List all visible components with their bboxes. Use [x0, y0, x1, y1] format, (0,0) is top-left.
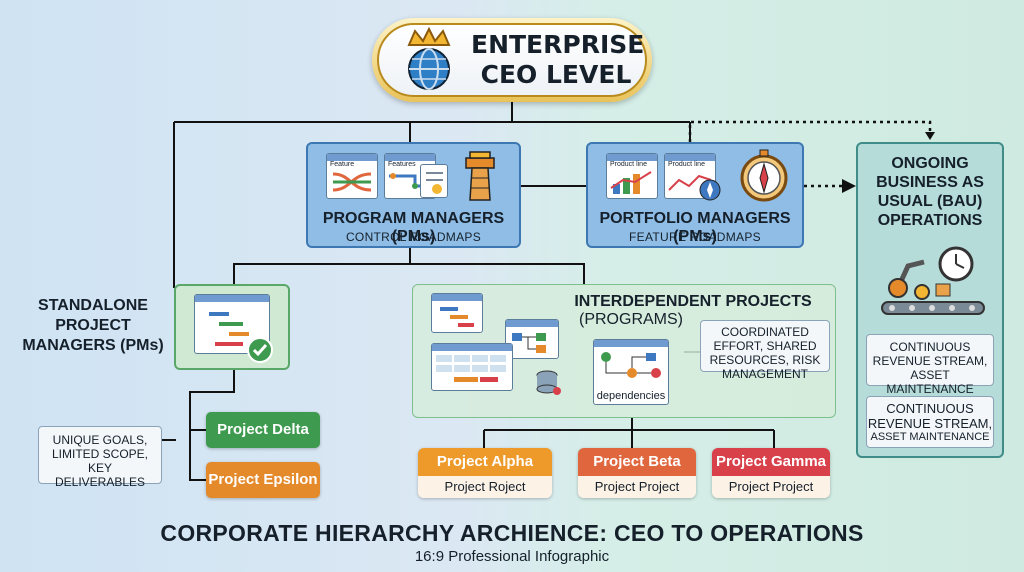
project-gamma-name: Project Gamma — [712, 448, 830, 476]
project-beta-card[interactable]: Project Beta Project Project — [578, 448, 696, 498]
project-alpha-card[interactable]: Project Alpha Project Roject — [418, 448, 552, 498]
program-managers-title: PROGRAM MANAGERS (PMs) — [322, 210, 505, 245]
ceo-badge: ENTERPRISE CEO LEVEL — [372, 18, 652, 102]
portfolio-managers-subtitle: FEATURE ROADMAPS — [629, 230, 761, 244]
portfolio-managers-box: Product line Product line PORTFOLIO MANA… — [586, 142, 804, 248]
bau-note-2-line3: ASSET MAINTENANCE — [870, 431, 990, 443]
ceo-title-line2: CEO LEVEL — [480, 60, 632, 89]
standalone-gantt-card — [174, 284, 290, 370]
gantt-card-small — [431, 293, 483, 333]
interdependent-title-line1: INTERDEPENDENT PROJECTS — [574, 293, 812, 310]
interdependent-note: COORDINATED EFFORT, SHARED RESOURCES, RI… — [700, 320, 830, 381]
bau-note-2-line2: REVENUE STREAM, — [867, 416, 993, 431]
project-gamma-card[interactable]: Project Gamma Project Project — [712, 448, 830, 498]
line-chart-icon — [668, 174, 712, 191]
project-beta-sub: Project Project — [578, 476, 696, 498]
bau-operations-box: ONGOING BUSINESS AS USUAL (BAU) OPERATIO… — [856, 142, 1004, 458]
crossing-arrows-icon — [332, 172, 372, 192]
product-line-label-2: Product line — [668, 161, 705, 168]
bau-note-1: CONTINUOUS REVENUE STREAM, ASSET MAINTEN… — [866, 334, 994, 396]
project-gamma-sub: Project Project — [712, 476, 830, 498]
product-line-label-1: Product line — [610, 161, 647, 168]
feature-roadmap-card: Feature — [326, 153, 378, 199]
dependencies-card: dependencies — [593, 339, 669, 405]
control-tower-icon — [465, 151, 495, 201]
portfolio-managers-title: PORTFOLIO MANAGERS (PMs) — [599, 210, 791, 245]
product-line-card-1: Product line — [606, 153, 658, 199]
bau-title: ONGOING BUSINESS AS USUAL (BAU) OPERATIO… — [876, 155, 984, 229]
checklist-doc-icon — [420, 164, 448, 198]
bau-note-2: CONTINUOUS REVENUE STREAM, ASSET MAINTEN… — [866, 396, 994, 448]
robot-arm-conveyor-icon — [881, 246, 985, 315]
program-managers-box: Feature Features PROGRAM MANAGERS (PMs) … — [306, 142, 521, 248]
compass-icon — [740, 149, 788, 202]
standalone-title: STANDALONE PROJECT MANAGERS (PMs) — [22, 297, 164, 354]
check-badge-icon — [247, 337, 273, 363]
project-beta-name: Project Beta — [578, 448, 696, 476]
project-alpha-sub: Project Roject — [418, 476, 552, 498]
bar-chart-icon — [610, 171, 652, 194]
bau-note-2-line1: CONTINUOUS — [886, 401, 974, 416]
standalone-note: UNIQUE GOALS, LIMITED SCOPE, KEY DELIVER… — [38, 426, 162, 489]
footer-subtitle: 16:9 Professional Infographic — [414, 548, 610, 565]
dependencies-label: dependencies — [596, 390, 666, 402]
small-compass-icon — [699, 179, 721, 201]
footer-title: CORPORATE HIERARCHY ARCHIENCE: CEO TO OP… — [160, 520, 864, 546]
feature-card-label: Feature — [330, 161, 355, 168]
interdependent-title-line2: (PROGRAMS) — [579, 311, 683, 328]
ceo-title-line1: ENTERPRISE — [471, 30, 645, 59]
project-alpha-name: Project Alpha — [418, 448, 552, 476]
project-epsilon-tag[interactable]: Project Epsilon — [206, 462, 320, 498]
features-card-label: Features — [388, 161, 416, 168]
ceo-title: ENTERPRISE CEO LEVEL — [471, 30, 645, 90]
interdependent-title: INTERDEPENDENT PROJECTS (PROGRAMS) — [573, 293, 813, 329]
globe-crown-icon — [407, 26, 451, 90]
flowchart-card-small — [505, 319, 559, 359]
program-managers-subtitle: CONTROL ROADMAPS — [345, 230, 482, 244]
kanban-grid-card — [431, 343, 513, 391]
database-icon — [536, 370, 561, 395]
project-delta-tag[interactable]: Project Delta — [206, 412, 320, 448]
